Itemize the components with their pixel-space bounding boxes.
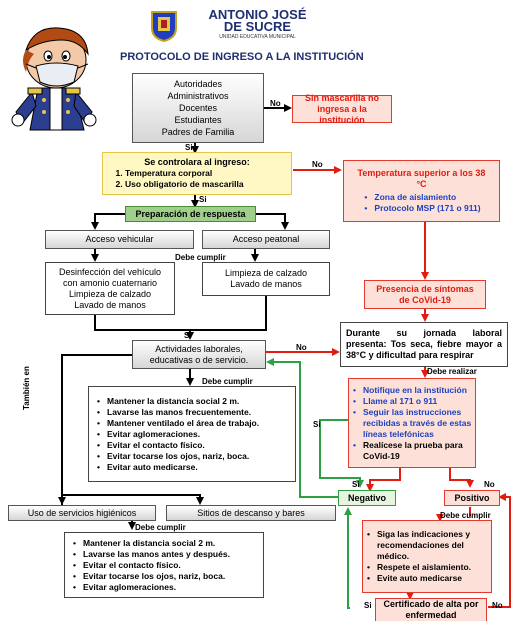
school-name-line1: ANTONIO JOSÉ: [208, 7, 307, 22]
preparation-box: Preparación de respuesta: [125, 206, 256, 222]
pedestrian-item: Lavado de manos: [230, 279, 302, 289]
label-debe-realizar: Debe realizar: [427, 367, 477, 376]
people-box: Autoridades Administrativos Docentes Est…: [132, 73, 264, 143]
report-box: Notifique en la institución Llame al 171…: [348, 378, 476, 468]
temperature-item: Zona de aislamiento: [362, 192, 480, 203]
label-no-5: No: [492, 601, 503, 610]
people-item: Padres de Familia: [161, 127, 235, 137]
report-item: Seguir las instrucciones recibidas a tra…: [351, 407, 475, 440]
temperature-box: Temperatura superior a los 38 °C Zona de…: [343, 160, 500, 222]
label-si-1: Si: [185, 143, 193, 152]
report-item: Llame al 171 o 911: [351, 396, 475, 407]
vehicular-item: Lavado de manos: [74, 299, 146, 310]
control-list: Temperatura corporal Uso obligatorio de …: [103, 168, 244, 190]
label-si-2: Si: [199, 195, 207, 204]
work-measures-list: Mantener la distancia social 2 m. Lavars…: [89, 396, 259, 473]
label-no-2: No: [312, 160, 323, 169]
report-item: Realícese la prueba para CoVid-19: [351, 440, 475, 462]
work-measures-box: Mantener la distancia social 2 m. Lavars…: [88, 386, 296, 482]
vehicular-item: Limpieza de calzado: [68, 288, 152, 299]
school-logo: [150, 10, 178, 43]
activities-text: Actividades laborales, educativas o de s…: [149, 343, 249, 365]
rest-sites-text: Sitios de descanso y bares: [197, 507, 305, 518]
vehicular-access-text: Acceso vehicular: [85, 234, 154, 244]
pedestrian-item: Limpieza de calzado: [224, 268, 308, 278]
label-debe-cumplir-4: Debe cumplir: [440, 511, 491, 520]
people-item: Estudiantes: [174, 115, 222, 125]
services-measure-item: Evitar tocarse los ojos, nariz, boca.: [71, 571, 230, 582]
control-box: Se controlara al ingreso: Temperatura co…: [102, 152, 292, 195]
symptoms-box: Presencia de síntomas de CoVid-19: [364, 280, 486, 309]
pedestrian-access-box: Acceso peatonal: [202, 230, 330, 249]
work-measure-item: Mantener la distancia social 2 m.: [95, 396, 259, 407]
positive-measure-item: Siga las indicaciones y recomendaciones …: [365, 529, 491, 562]
vehicular-access-box: Acceso vehicular: [45, 230, 194, 249]
label-si-6: Si: [364, 601, 372, 610]
preparation-text: Preparación de respuesta: [135, 208, 246, 219]
services-measure-item: Evitar aglomeraciones.: [71, 582, 230, 593]
report-item: Notifique en la institución: [351, 385, 475, 396]
control-item: Temperatura corporal: [125, 168, 244, 179]
activities-box: Actividades laborales, educativas o de s…: [132, 340, 266, 369]
negative-box: Negativo: [338, 490, 396, 506]
positive-measures-list: Siga las indicaciones y recomendaciones …: [363, 529, 491, 584]
school-subtitle: UNIDAD EDUCATIVA MUNICIPAL: [219, 34, 296, 40]
services-measure-item: Evitar el contacto físico.: [71, 560, 230, 571]
label-debe-cumplir-2: Debe cumplir: [202, 377, 253, 386]
mascot-illustration: [11, 27, 97, 131]
services-measure-item: Lavarse las manos antes y después.: [71, 549, 230, 560]
label-no-4: No: [484, 480, 495, 489]
temperature-item: Protocolo MSP (171 o 911): [362, 203, 480, 214]
control-item: Uso obligatorio de mascarilla: [125, 179, 244, 190]
work-measure-item: Lavarse las manos frecuentemente.: [95, 407, 259, 418]
during-text: Durante su jornada laboral presenta: Tos…: [346, 328, 502, 360]
symptoms-text: Presencia de síntomas de CoVid-19: [376, 283, 474, 305]
services-measure-item: Mantener la distancia social 2 m.: [71, 538, 230, 549]
work-measure-item: Evitar aglomeraciones.: [95, 429, 259, 440]
services-measures-box: Mantener la distancia social 2 m. Lavars…: [64, 532, 264, 598]
label-si-3: Si: [184, 331, 192, 340]
during-box: Durante su jornada laboral presenta: Tos…: [340, 322, 508, 367]
pedestrian-list-box: Limpieza de calzado Lavado de manos: [202, 262, 330, 296]
services-box: Uso de servicios higiénicos: [8, 505, 156, 521]
people-item: Docentes: [178, 103, 218, 113]
negative-text: Negativo: [347, 492, 386, 503]
no-mask-box: Sin mascarilla no ingresa a la instituci…: [292, 92, 392, 125]
temperature-title: Temperatura superior a los 38 °C: [357, 168, 486, 189]
temperature-list: Zona de aislamiento Protocolo MSP (171 o…: [362, 192, 480, 214]
label-debe-cumplir-1: Debe cumplir: [175, 253, 226, 262]
services-measures-list: Mantener la distancia social 2 m. Lavars…: [65, 538, 230, 593]
certificate-text: Certificado de alta por enfermedad: [383, 599, 479, 620]
positive-measure-item: Respete el aislamiento.: [365, 562, 491, 573]
no-mask-text: Sin mascarilla no ingresa a la instituci…: [304, 92, 380, 125]
label-si-4: Si: [313, 420, 321, 429]
work-measure-item: Evitar tocarse los ojos, nariz, boca.: [95, 451, 259, 462]
certificate-box: Certificado de alta por enfermedad: [375, 598, 487, 621]
school-name-line2: DE SUCRE: [223, 19, 292, 34]
services-text: Uso de servicios higiénicos: [27, 507, 137, 518]
vehicular-item: con amonio cuaternario: [62, 277, 158, 288]
work-measure-item: Mantener ventilado el área de trabajo.: [95, 418, 259, 429]
rest-sites-box: Sitios de descanso y bares: [166, 505, 336, 521]
people-item: Administrativos: [167, 91, 229, 101]
positive-measure-item: Evite auto medicarse: [365, 573, 491, 584]
vehicular-list-box: Desinfección del vehículo con amonio cua…: [45, 262, 175, 315]
page-title: PROTOCOLO DE INGRESO A LA INSTITUCIÓN: [120, 51, 364, 63]
work-measure-item: Evitar el contacto físico.: [95, 440, 259, 451]
pedestrian-access-text: Acceso peatonal: [232, 234, 300, 244]
label-no-1: No: [270, 99, 281, 108]
people-item: Autoridades: [173, 79, 223, 89]
positive-measures-box: Siga las indicaciones y recomendaciones …: [362, 520, 492, 593]
label-debe-cumplir-3: Debe cumplir: [135, 523, 186, 532]
label-tambien-en: También en: [22, 366, 31, 410]
control-title: Se controlara al ingreso:: [144, 157, 250, 167]
work-measure-item: Evitar auto medicarse.: [95, 462, 259, 473]
report-list: Notifique en la institución Llame al 171…: [349, 385, 475, 462]
label-no-3: No: [296, 343, 307, 352]
label-si-5: Si: [352, 480, 360, 489]
vehicular-item: Desinfección del vehículo: [58, 266, 162, 277]
positive-box: Positivo: [444, 490, 500, 506]
positive-text: Positivo: [454, 492, 490, 503]
